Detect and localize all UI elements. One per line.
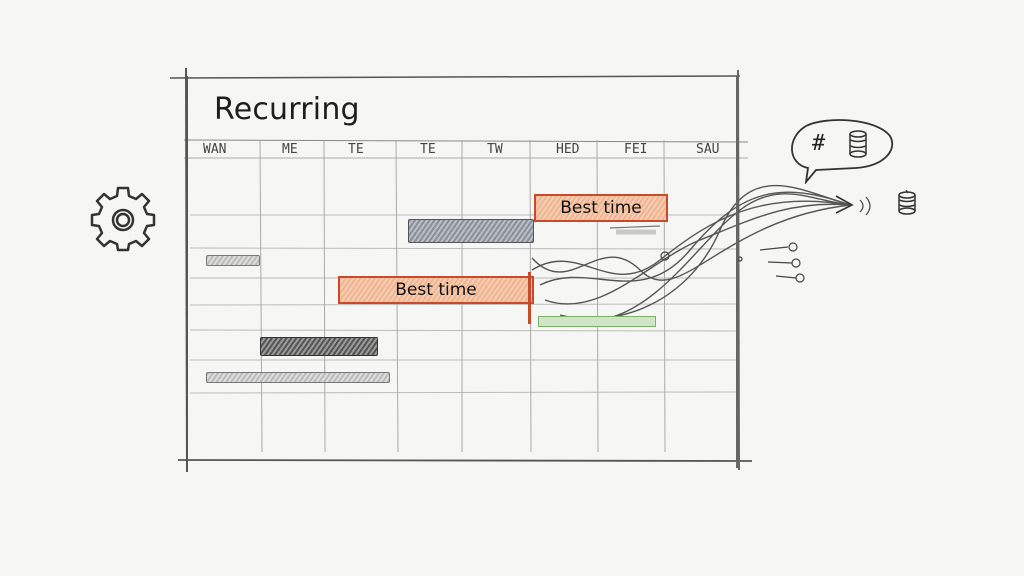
- flow-arrow-icon: [835, 195, 854, 214]
- calendar-frame: [186, 76, 738, 468]
- best-time-label: Best time: [395, 280, 477, 300]
- event-block[interactable]: [206, 372, 390, 383]
- highlight-marker: [528, 272, 531, 324]
- day-header-3: TE: [420, 142, 436, 157]
- best-time-slot[interactable]: Best time: [534, 194, 668, 222]
- coin-stack-icon: [849, 130, 867, 158]
- day-header-4: TW: [487, 142, 503, 157]
- day-header-1: ME: [282, 142, 298, 157]
- day-header-7: SAU: [696, 142, 720, 157]
- coin-stack-icon: [898, 190, 916, 215]
- event-block[interactable]: [538, 316, 656, 327]
- bubble-text: #: [812, 131, 826, 156]
- speech-bubble-icon: [791, 119, 894, 184]
- day-header-5: HED: [556, 142, 580, 157]
- signal-icon: [859, 196, 871, 216]
- node-icons: [660, 242, 805, 283]
- best-time-slot[interactable]: Best time: [338, 276, 534, 304]
- best-time-label: Best time: [560, 198, 642, 218]
- event-block[interactable]: [206, 255, 260, 266]
- day-header-0: WAN: [203, 142, 227, 157]
- gear-icon[interactable]: [90, 186, 156, 252]
- day-header-2: TE: [348, 142, 364, 157]
- page-title: Recurring: [214, 92, 360, 127]
- event-block[interactable]: [260, 337, 378, 356]
- event-block[interactable]: [408, 219, 534, 243]
- day-header-6: FEI: [624, 142, 648, 157]
